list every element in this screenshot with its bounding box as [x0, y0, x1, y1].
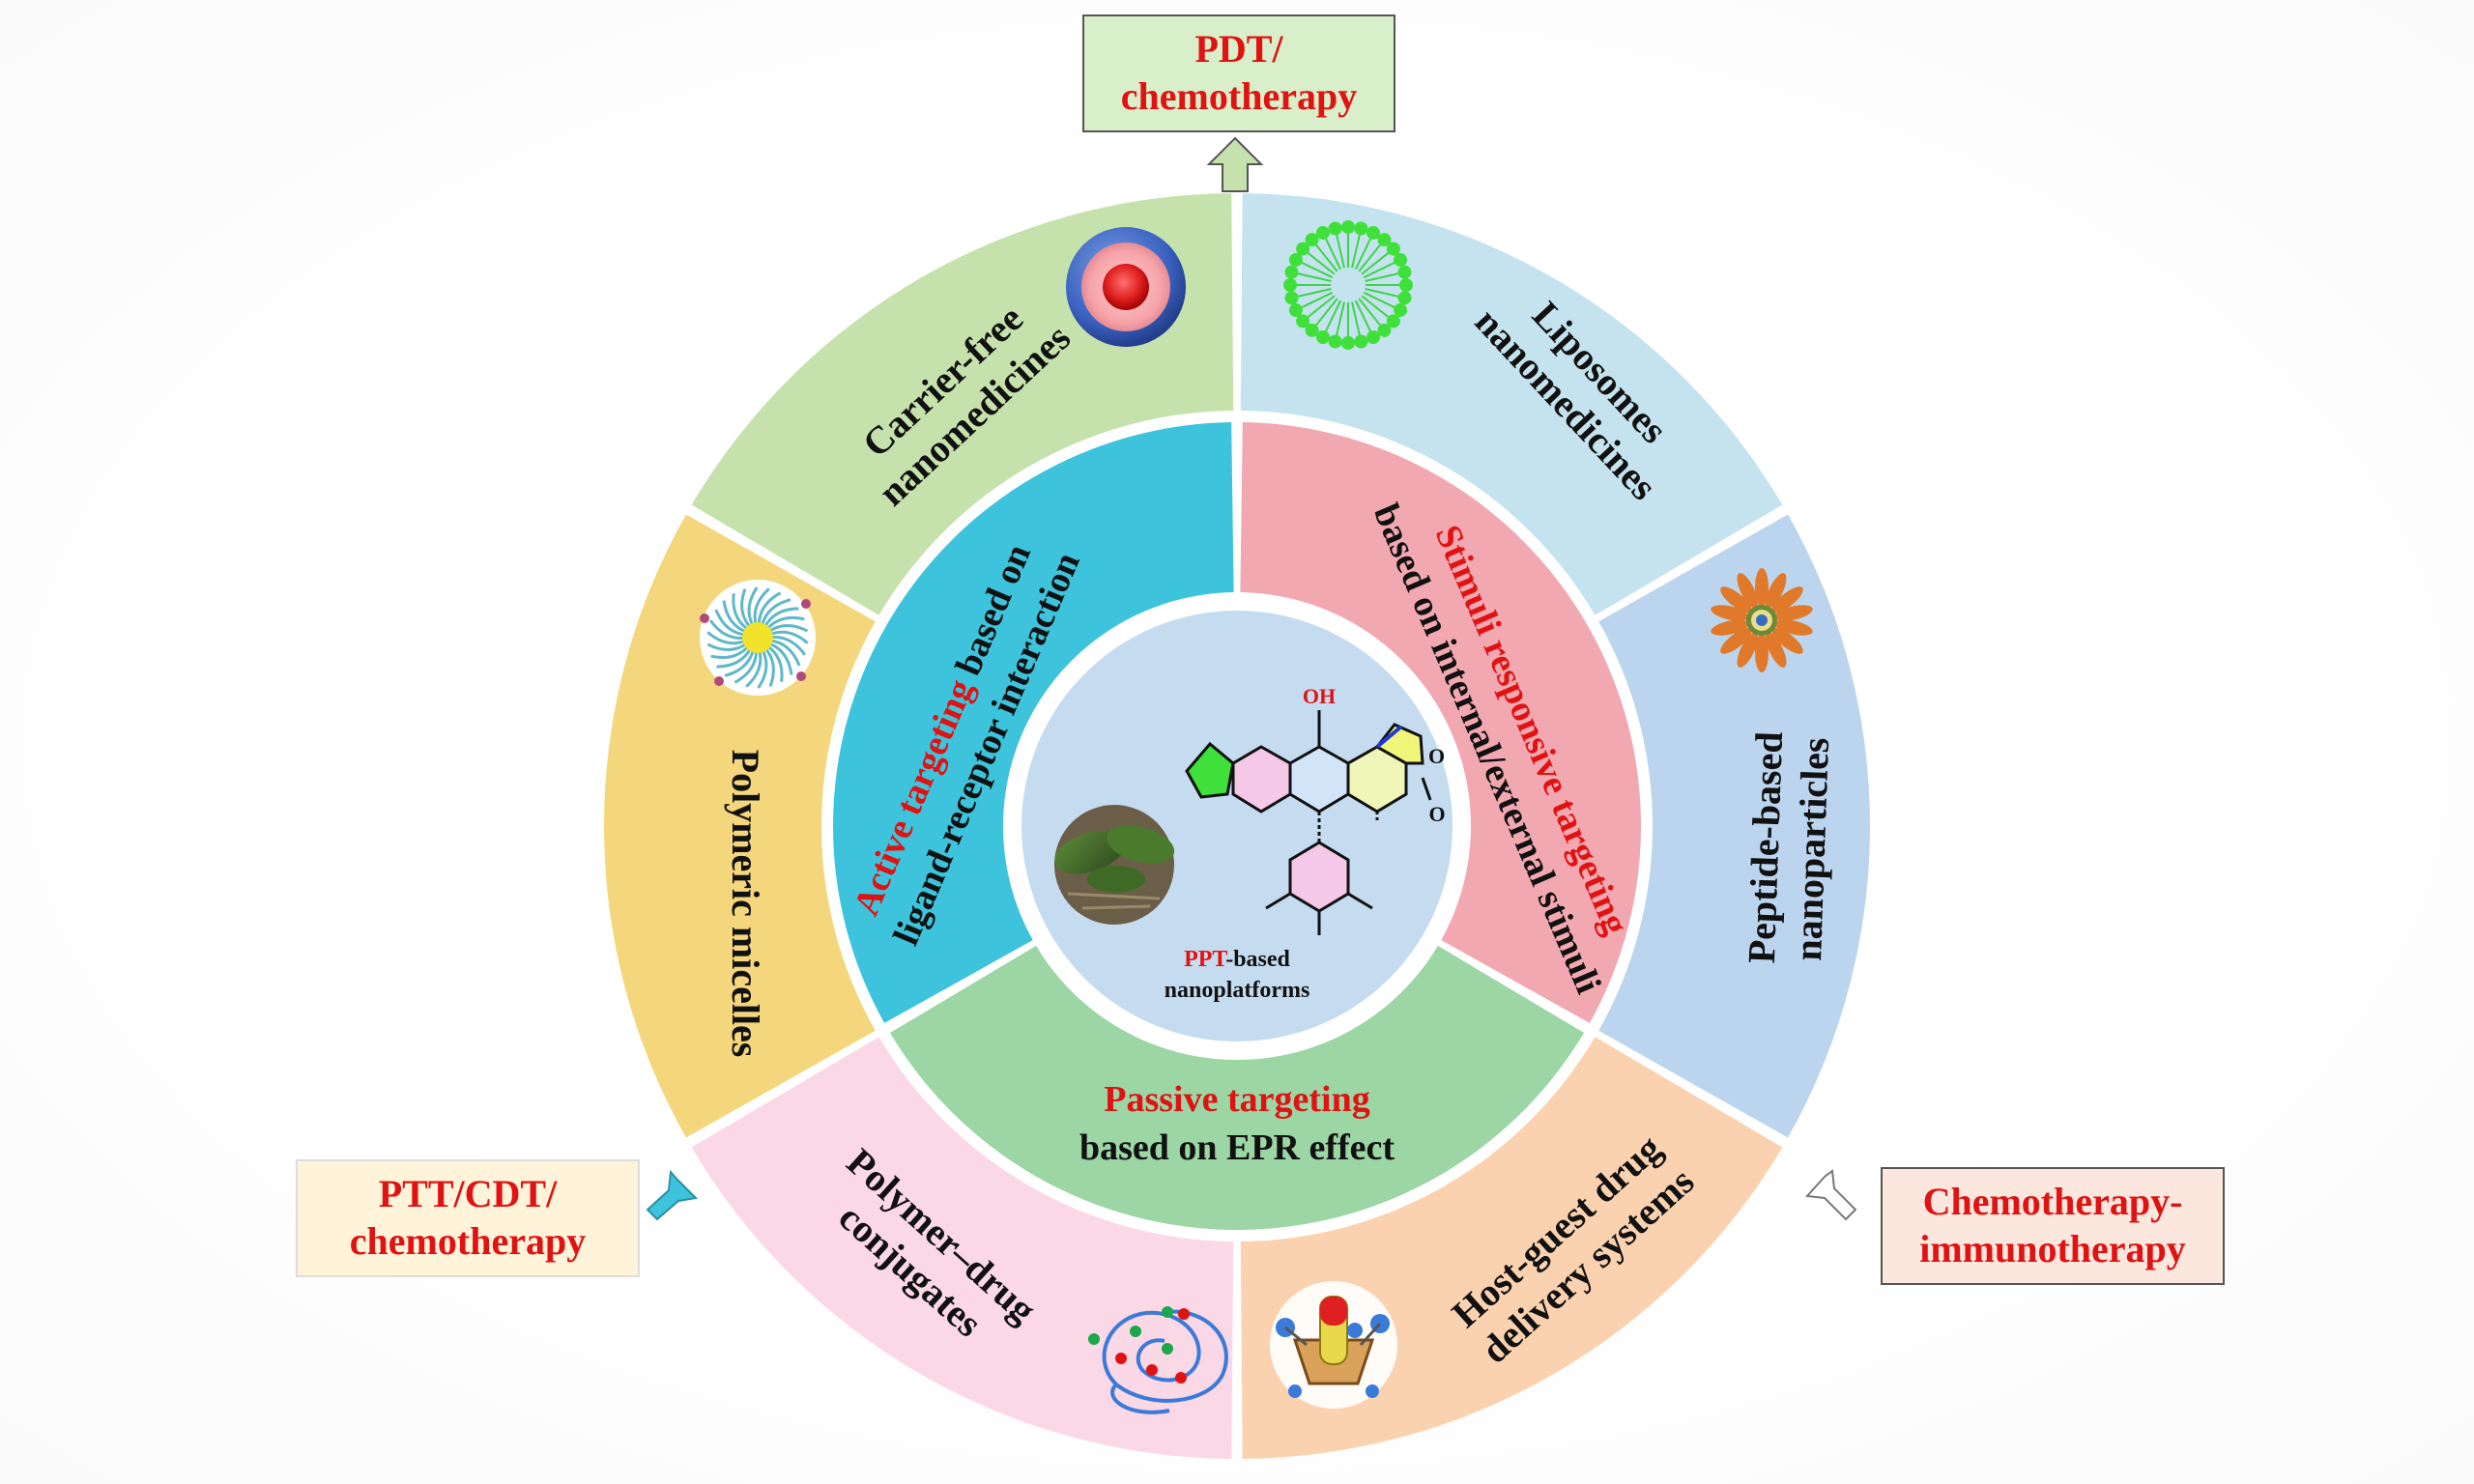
- output-top-line1: PDT/: [1194, 27, 1283, 71]
- micelles-sector: [603, 514, 876, 1138]
- core-shell-nanoparticle-icon: [1066, 227, 1186, 347]
- peptide-sector: [1598, 514, 1871, 1138]
- host-guest-complex-icon: [1270, 1281, 1397, 1409]
- passive-targeting-line2: based on EPR effect: [1079, 1127, 1395, 1168]
- micelle-icon: [700, 580, 816, 696]
- liposome-icon: [1283, 220, 1413, 350]
- podophyllotoxin-structure: [1185, 710, 1432, 935]
- output-box-left: PTT/CDT/ chemotherapy: [296, 1159, 640, 1277]
- oxygen-label: O: [1428, 802, 1445, 826]
- ppt-rest: -based: [1225, 947, 1290, 972]
- output-box-top: PDT/ chemotherapy: [1082, 14, 1395, 132]
- passive-targeting-label: Passive targeting: [1104, 1079, 1369, 1120]
- stimuli-targeting-sector: [1240, 422, 1641, 1023]
- down-right-arrow-icon: [1804, 1169, 1857, 1221]
- center-disc: [1021, 611, 1453, 1042]
- output-right-line1: Chemotherapy-: [1922, 1180, 2183, 1224]
- peptide-nanoparticle-icon: [1711, 568, 1813, 672]
- output-right-line2: immunotherapy: [1919, 1227, 2186, 1270]
- oh-label: OH: [1303, 684, 1336, 708]
- active-targeting-sector: [833, 422, 1234, 1023]
- output-box-right: Chemotherapy- immunotherapy: [1881, 1167, 2225, 1285]
- nanoplatforms-label: nanoplatforms: [1165, 978, 1310, 1003]
- polymer-drug-sector: [691, 1037, 1234, 1459]
- polymeric-micelles-label: Polymeric micelles: [724, 750, 767, 1058]
- output-left-line2: chemotherapy: [349, 1219, 587, 1263]
- ppt-highlight: PPT: [1184, 947, 1227, 972]
- peptide-based-line2: nanoparticles: [1786, 737, 1837, 962]
- output-left-line1: PTT/CDT/: [378, 1172, 558, 1216]
- podophyllum-plant-photo: [1054, 805, 1175, 925]
- passive-targeting-sector: [889, 945, 1585, 1230]
- output-top-line2: chemotherapy: [1120, 74, 1358, 118]
- polymer-drug-conjugate-icon: [1088, 1306, 1228, 1414]
- ppt-label: PPT-based: [1184, 947, 1290, 972]
- up-arrow-icon: [1206, 136, 1264, 192]
- peptide-based-label: Peptide-based: [1740, 731, 1791, 964]
- ring-oxygen-label: O: [1428, 744, 1445, 768]
- down-left-arrow-icon: [646, 1169, 699, 1221]
